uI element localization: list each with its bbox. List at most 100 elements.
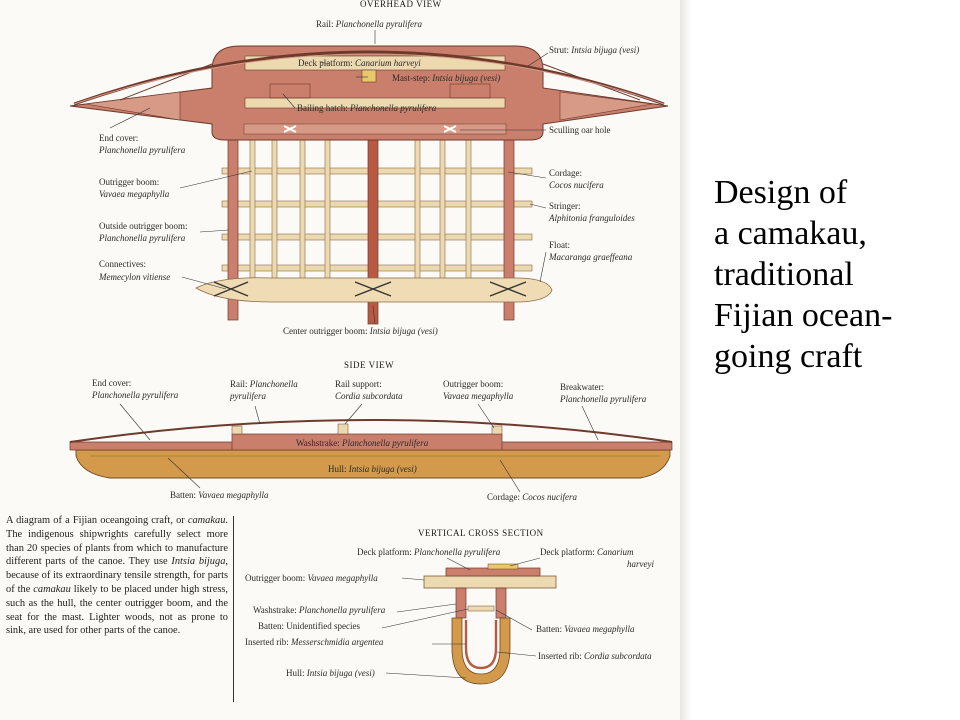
label-side-outrigger-boom: Outrigger boom: [443,379,503,389]
cross-batten [467,605,495,612]
label-float: Float: [549,240,570,250]
label-cordage: Cordage: [549,168,582,178]
label-connectives: Connectives: [99,259,146,269]
bailing-hatch-left [269,83,311,99]
outrigger-boom-4 [324,137,331,281]
side-view-heading: SIDE VIEW [344,360,394,370]
label-strut: Strut: Intsia bijuga (vesi) [549,45,639,55]
outrigger-frame [195,131,553,325]
outrigger-boom-6 [439,137,446,281]
page-edge [680,0,692,720]
bailing-hatch-right [449,83,491,99]
label-end-cover: End cover: [99,133,138,143]
label-cross-batten-right: Batten: Vavaea megaphylla [536,624,635,634]
label-end-cover-species: Planchonella pyrulifera [98,145,186,155]
label-cross-hull: Hull: Intsia bijuga (vesi) [286,668,375,678]
connective-right [489,281,527,297]
label-side-rail-species: pyrulifera [229,391,266,401]
rail-support-2 [337,423,349,435]
label-hull: Hull: Intsia bijuga (vesi) [328,464,417,474]
label-side-end-cover: End cover: [92,378,131,388]
camakau-diagram: OVERHEAD VIEW [69,0,673,685]
outrigger-boom-5 [414,137,421,281]
label-cross-deck-left: Deck platform: Planchonella pyrulifera [357,547,501,557]
washstrake-side [231,433,503,451]
side-leader-lines [119,403,599,493]
label-outrigger-boom: Outrigger boom: [99,177,159,187]
label-deck-platform: Deck platform: Canarium harveyi [298,58,421,68]
label-side-cordage: Cordage: Cocos nucifera [487,492,577,502]
label-cross-inserted-rib-left: Inserted rib: Messerschmidia argentea [245,637,384,647]
hull-overhead [69,45,669,141]
label-float-species: Macaranga graeffeana [548,252,633,262]
label-cross-batten-left: Batten: Unidentified species [258,621,360,631]
label-sculling-oar-hole: Sculling oar hole [549,125,611,135]
label-bailing-hatch: Bailing hatch: Planchonella pyrulifera [297,103,437,113]
overhead-view-heading: OVERHEAD VIEW [360,0,442,9]
label-outside-outrigger-boom-species: Planchonella pyrulifera [98,233,186,243]
caption-line-4: Fijian ocean- [714,297,893,334]
hull-side [69,419,673,479]
label-washstrake: Washstrake: Planchonella pyrulifera [296,438,429,448]
end-cover-left [85,91,181,121]
hull-side-body [75,449,671,479]
cross-leader-lines [381,557,541,679]
label-side-outrigger-boom-species: Vavaea megaphylla [443,391,514,401]
label-connectives-species: Memecylon vitiense [98,272,170,282]
label-side-end-cover-species: Planchonella pyrulifera [91,390,179,400]
label-stringer-species: Alphitonia franguloides [548,213,635,223]
label-cross-deck-right-species: harveyi [627,559,654,569]
label-side-rail: Rail: Planchonella [230,379,298,389]
cross-deck-canarium [487,563,519,570]
hull-rim [243,123,507,135]
cross-hull [451,617,511,685]
caption-line-2: a camakau, [714,215,867,252]
cross-section-figure [423,563,557,685]
label-rail-support: Rail support: [335,379,382,389]
cross-washstrake-left [455,587,467,619]
label-outside-outrigger-boom: Outside outrigger boom: [99,221,188,231]
outrigger-boom-1 [249,137,256,281]
label-cross-inserted-rib-right: Inserted rib: Cordia subcordata [538,651,652,661]
outrigger-boom-2 [271,137,278,281]
label-batten: Batten: Vavaea megaphylla [170,490,269,500]
label-rail: Rail: Planchonella pyrulifera [316,19,422,29]
label-mast-step: Mast-step: Intsia bijuga (vesi) [392,73,500,83]
sculling-oar-hole-left [283,125,297,133]
rail-side [69,419,673,443]
rail-support-1 [231,425,243,435]
rail-highlight [73,53,665,105]
description-divider [233,516,234,702]
connective-center [354,281,392,297]
deck-platform-lower [244,97,506,109]
cross-washstrake-right [495,587,507,619]
cross-section-heading: VERTICAL CROSS SECTION [418,528,544,538]
label-breakwater: Breakwater: [560,382,604,392]
label-cross-deck-right: Deck platform: Canarium [540,547,634,557]
caption-line-3: traditional [714,256,854,293]
rail-support-3 [491,425,503,435]
connective-left [213,281,249,297]
hull-planform [69,45,669,141]
overhead-leader-lines [109,30,549,325]
caption-line-5: going craft [714,338,863,375]
label-rail-support-species: Cordia subcordata [335,391,403,401]
outrigger-boom-3 [299,137,306,281]
sculling-oar-hole-right [443,125,457,133]
label-outrigger-boom-species: Vavaea megaphylla [99,189,170,199]
slide-caption: Design of a camakau, traditional Fijian … [714,172,954,377]
cross-inserted-rib [464,620,498,670]
diagram-description: A diagram of a Fijian oceangoing craft, … [6,515,229,637]
label-cordage-species: Cocos nucifera [549,180,604,190]
label-stringer: Stringer: [549,201,581,211]
label-center-outrigger-boom: Center outrigger boom: Intsia bijuga (ve… [283,326,438,336]
label-breakwater-species: Planchonella pyrulifera [559,394,647,404]
label-cross-outrigger-boom: Outrigger boom: Vavaea megaphylla [245,573,378,583]
end-cover-right [559,91,653,121]
caption-line-1: Design of [714,174,848,211]
label-cross-washstrake: Washstrake: Planchonella pyrulifera [253,605,386,615]
rail [73,50,665,106]
outrigger-boom-7 [465,137,472,281]
mast-step [361,69,377,83]
